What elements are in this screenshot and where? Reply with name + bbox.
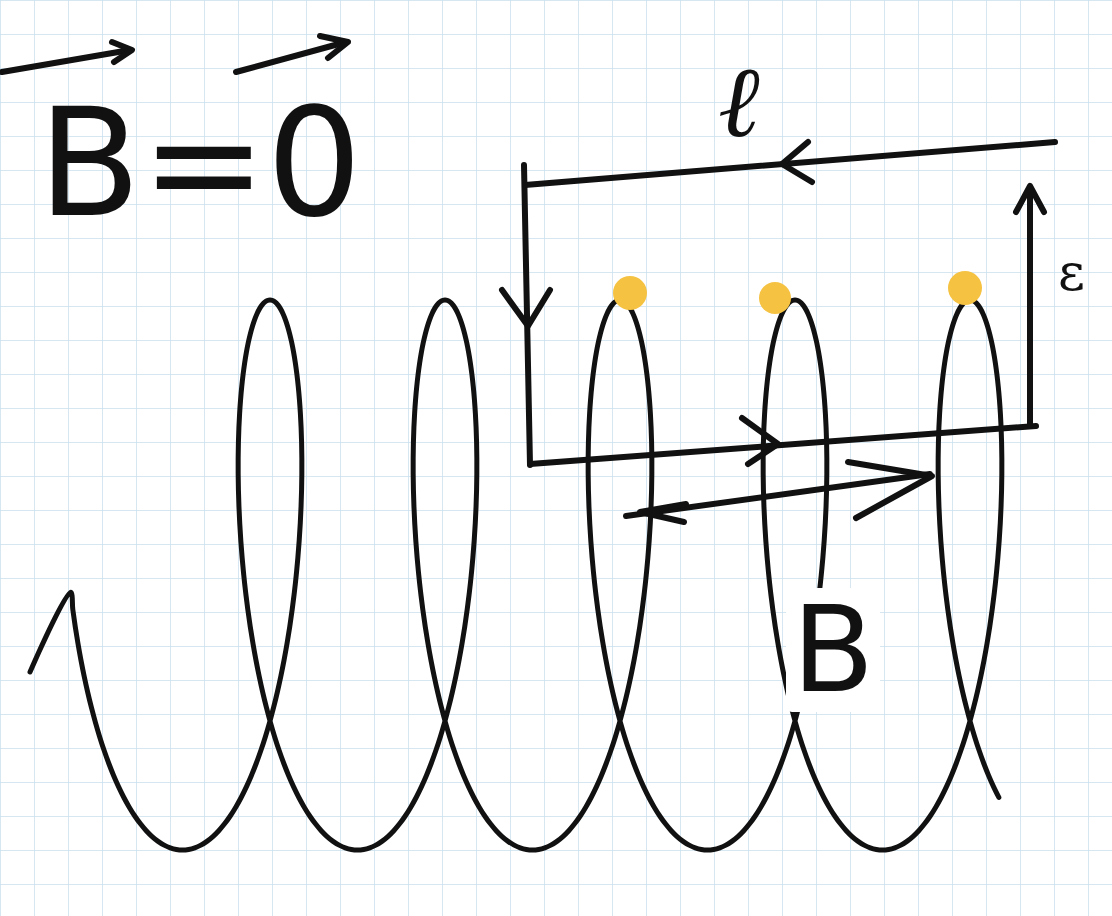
current-dot [948, 271, 982, 305]
loop-arrow [742, 418, 778, 464]
loop-arrow [782, 142, 812, 182]
field-arrow-tail [640, 504, 686, 522]
vector-head [112, 42, 132, 62]
field-zero-label: B=0 [38, 88, 362, 238]
loop-arrow [1016, 186, 1044, 212]
current-dot [759, 282, 791, 314]
loop-bottom [530, 426, 1036, 464]
loop-arrow [502, 290, 550, 326]
vector-bar [2, 50, 130, 72]
emf-label: ε [1058, 246, 1085, 298]
field-arrowhead [848, 462, 932, 518]
loop-right [1027, 188, 1033, 425]
field-label: B [786, 588, 880, 712]
vector-head [320, 36, 348, 58]
loop-left [524, 165, 530, 465]
current-dot [613, 276, 647, 310]
loop-top [525, 142, 1055, 185]
solenoid-coil [30, 300, 1002, 850]
field-arrow [626, 474, 930, 516]
length-label: ℓ [718, 52, 760, 152]
